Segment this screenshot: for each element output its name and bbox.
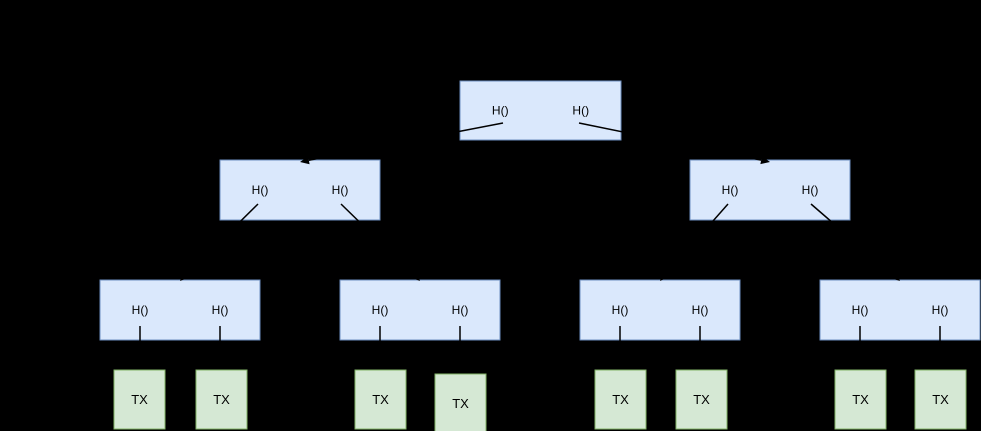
hash-node-leaf-hash-2 — [339, 279, 501, 341]
tx-label: TX — [693, 392, 710, 407]
tx-node-tx-1 — [113, 369, 166, 430]
hash-label: H() — [452, 303, 469, 317]
hash-node-leaf-hash-1 — [99, 279, 261, 341]
hash-node-branch-left — [219, 159, 381, 221]
tx-node-tx-6 — [675, 369, 728, 430]
edge-arrowhead — [660, 271, 669, 281]
edge-line-2 — [185, 203, 259, 276]
hash-node-root — [459, 80, 622, 141]
edge-arrowhead — [890, 272, 900, 281]
edge-arrowhead — [760, 156, 770, 165]
edge-line-4 — [665, 203, 729, 275]
hash-label: H() — [132, 303, 149, 317]
hash-label: H() — [932, 303, 949, 317]
tx-label: TX — [131, 392, 148, 407]
tx-node-tx-8 — [914, 369, 967, 430]
edge-line-3 — [340, 203, 415, 276]
edge-line-5 — [810, 203, 894, 276]
tx-node-tx-3 — [354, 369, 407, 430]
hash-label: H() — [692, 303, 709, 317]
hash-node-leaf-hash-4 — [819, 279, 981, 341]
hash-label: H() — [572, 104, 589, 118]
tx-node-tx-5 — [594, 369, 647, 430]
edge-arrowhead — [300, 156, 310, 165]
tx-label: TX — [213, 392, 230, 407]
hash-node-leaf-hash-3 — [579, 279, 741, 341]
hash-label: H() — [802, 183, 819, 197]
tx-label: TX — [612, 392, 629, 407]
tx-label: TX — [452, 396, 469, 411]
tx-label: TX — [372, 392, 389, 407]
tx-node-tx-2 — [195, 369, 248, 430]
hash-label: H() — [492, 104, 509, 118]
edge-line-0 — [308, 122, 504, 162]
tx-label: TX — [852, 392, 869, 407]
edge-arrowhead — [410, 271, 420, 281]
edge-arrowhead — [180, 271, 190, 281]
hash-label: H() — [212, 303, 229, 317]
tx-label: TX — [932, 392, 949, 407]
edge-line-1 — [578, 122, 762, 161]
hash-label: H() — [612, 303, 629, 317]
hash-label: H() — [852, 303, 869, 317]
tx-node-tx-4 — [434, 373, 487, 431]
hash-label: H() — [332, 183, 349, 197]
tx-node-tx-7 — [834, 369, 887, 430]
hash-label: H() — [722, 183, 739, 197]
hash-label: H() — [252, 183, 269, 197]
hash-node-branch-right — [689, 159, 851, 221]
hash-label: H() — [372, 303, 389, 317]
